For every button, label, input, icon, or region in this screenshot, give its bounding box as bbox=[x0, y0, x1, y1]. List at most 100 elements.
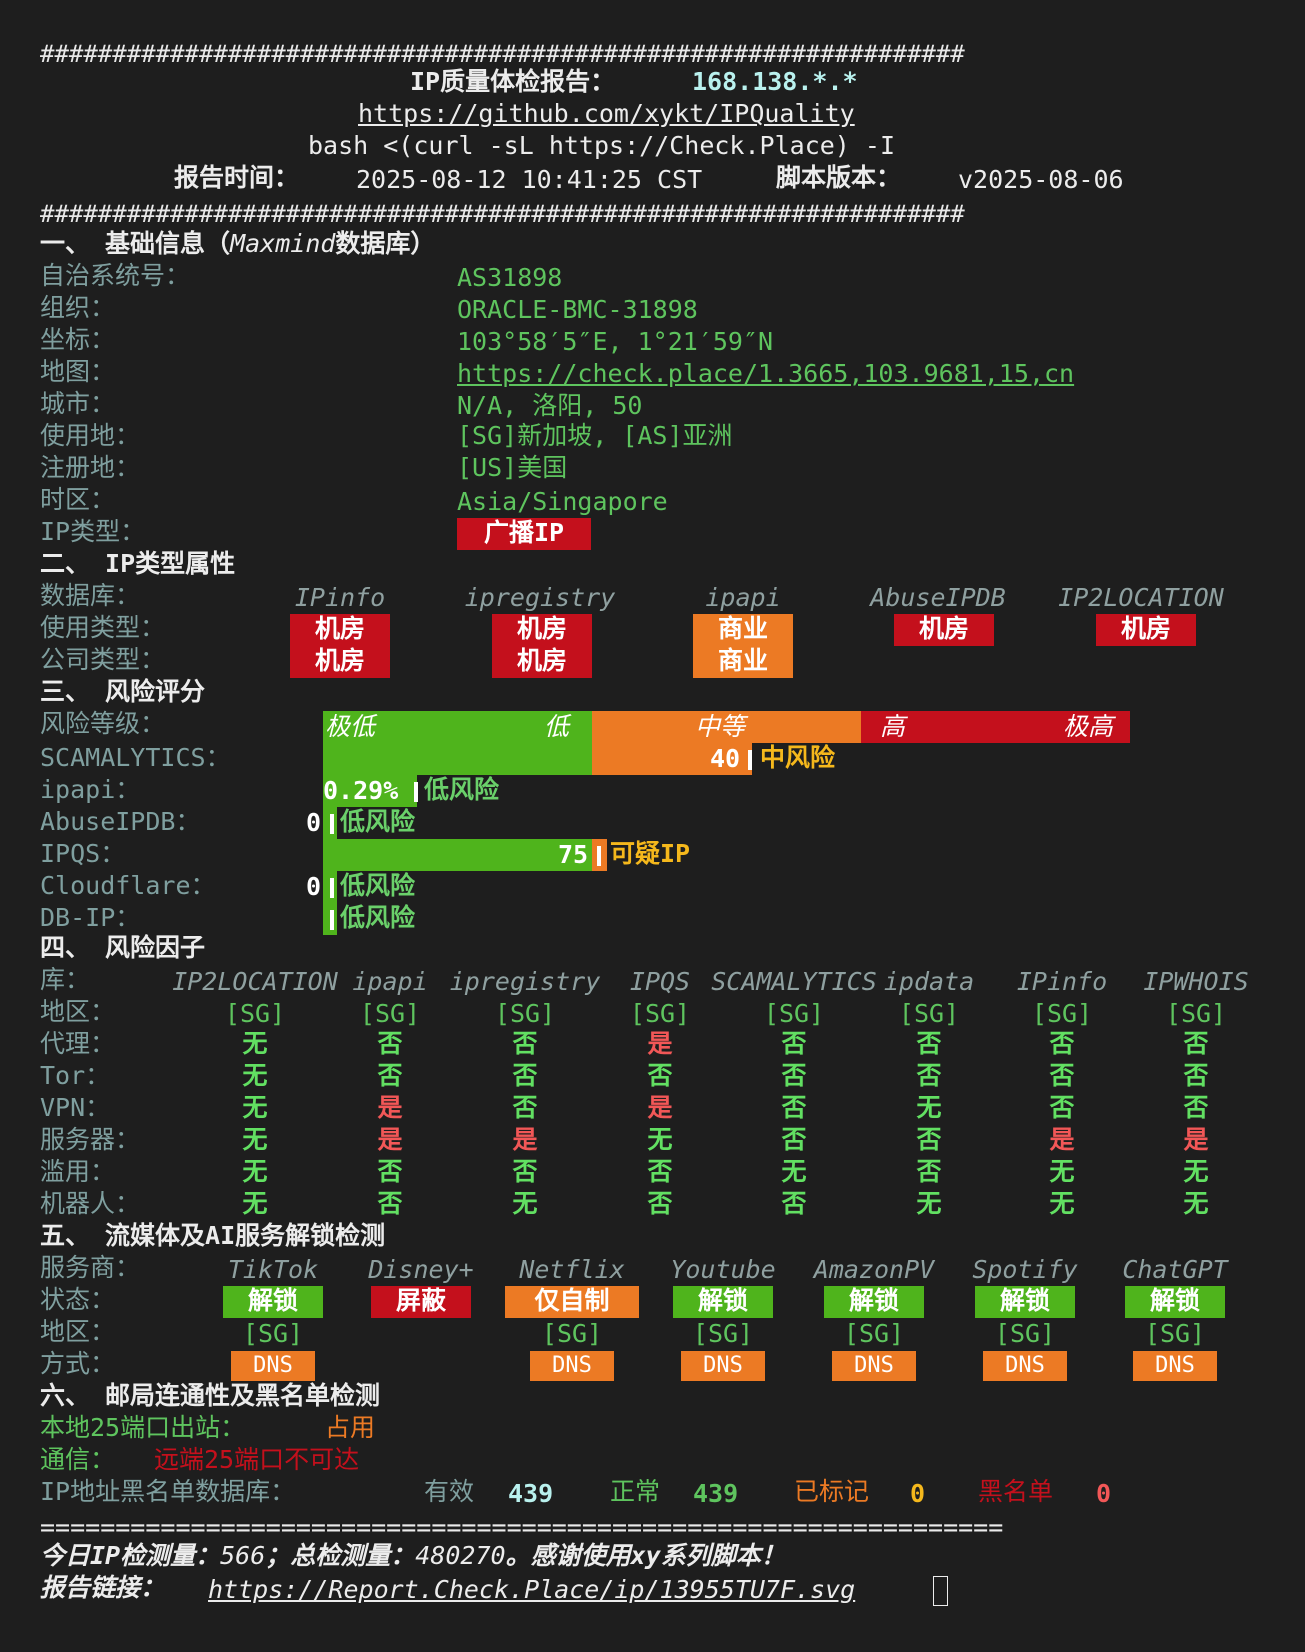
risk-ipqs-text: 可疑IP bbox=[610, 839, 691, 868]
scale-very-low: 极低 bbox=[325, 712, 376, 741]
factor-cell: 无 bbox=[242, 1029, 268, 1058]
factor-row-label: 滥用： bbox=[40, 1157, 116, 1186]
factor-cell: 无 bbox=[1049, 1189, 1075, 1218]
risk-cloudflare-label: Cloudflare： bbox=[40, 871, 216, 900]
factor-region-cell: [SG] bbox=[1165, 999, 1227, 1028]
city-value: N/A, 洛阳, 50 bbox=[457, 391, 643, 420]
footer-link-label: 报告链接： bbox=[40, 1573, 166, 1602]
service-status-badge: 屏蔽 bbox=[371, 1286, 471, 1318]
footer-stats: 今日IP检测量：566；总检测量：480270。感谢使用xy系列脚本！ bbox=[40, 1540, 786, 1572]
service-name: Spotify bbox=[972, 1255, 1078, 1284]
db-ipapi: ipapi bbox=[705, 583, 781, 612]
usage-abuseipdb: 机房 bbox=[894, 614, 994, 646]
ip-type-label: IP类型： bbox=[40, 517, 146, 546]
risk-scamalytics-text: 中风险 bbox=[760, 743, 836, 772]
factor-cell: 是 bbox=[377, 1125, 403, 1154]
factor-cell: 否 bbox=[781, 1125, 807, 1154]
factor-db-header: ipregistry bbox=[449, 967, 601, 996]
risk-abuseipdb-label: AbuseIPDB： bbox=[40, 807, 201, 836]
risk-abuseipdb-tick bbox=[330, 814, 334, 834]
factor-cell: 否 bbox=[1183, 1093, 1209, 1122]
timezone-value: Asia/Singapore bbox=[457, 487, 668, 516]
factor-cell: 否 bbox=[647, 1157, 673, 1186]
factor-cell: 否 bbox=[781, 1061, 807, 1090]
risk-ipqs-score: 75 bbox=[558, 840, 589, 869]
risk-ipapi-bar bbox=[323, 775, 417, 807]
normal-value: 439 bbox=[693, 1479, 739, 1508]
registry-value: [US]美国 bbox=[457, 453, 568, 482]
factor-cell: 否 bbox=[1049, 1029, 1075, 1058]
footer-stats-suffix: 。感谢使用xy系列脚本！ bbox=[505, 1541, 786, 1570]
factor-cell: 否 bbox=[647, 1061, 673, 1090]
city-label: 城市： bbox=[40, 389, 116, 418]
ip-type-badge: 广播IP bbox=[457, 518, 591, 550]
risk-ipqs-bar-green bbox=[323, 839, 592, 871]
service-region: [SG] bbox=[843, 1319, 905, 1348]
normal-label: 正常 bbox=[610, 1477, 661, 1506]
risk-cloudflare-text: 低风险 bbox=[340, 871, 416, 900]
factor-cell: 否 bbox=[781, 1189, 807, 1218]
repo-link[interactable]: https://github.com/xykt/IPQuality bbox=[358, 99, 855, 128]
factor-cell: 否 bbox=[1183, 1029, 1209, 1058]
comm-label: 通信： bbox=[40, 1445, 116, 1474]
factor-row-label: 机器人： bbox=[40, 1189, 141, 1218]
risk-ipapi-score: 0.29% bbox=[323, 776, 399, 805]
risk-ipapi-tick bbox=[414, 782, 418, 802]
factor-cell: 否 bbox=[1183, 1061, 1209, 1090]
usage-location-value: [SG]新加坡, [AS]亚洲 bbox=[457, 421, 733, 450]
terminal-cursor bbox=[933, 1576, 948, 1606]
hash-line-bottom: ########################################… bbox=[40, 200, 965, 228]
org-label: 组织： bbox=[40, 293, 116, 322]
factor-db-header: IPWHOIS bbox=[1143, 967, 1249, 996]
factor-cell: 否 bbox=[512, 1061, 538, 1090]
factor-cell: 无 bbox=[1049, 1157, 1075, 1186]
risk-abuseipdb-score: 0 bbox=[306, 808, 322, 837]
service-name: AmazonPV bbox=[813, 1255, 935, 1284]
factor-cell: 否 bbox=[916, 1029, 942, 1058]
footer-total: 480270 bbox=[415, 1541, 506, 1570]
footer-today: 566 bbox=[220, 1541, 266, 1570]
black-label: 黑名单 bbox=[978, 1477, 1054, 1506]
map-link[interactable]: https://check.place/1.3665,103.9681,15,c… bbox=[457, 359, 1075, 388]
marked-label: 已标记 bbox=[794, 1477, 870, 1506]
service-status-badge: 解锁 bbox=[223, 1286, 323, 1318]
coords-value: 103°58′5″E, 1°21′59″N bbox=[457, 327, 774, 356]
service-region: [SG] bbox=[994, 1319, 1056, 1348]
factor-db-header: SCAMALYTICS bbox=[711, 967, 877, 996]
scale-green bbox=[323, 711, 592, 743]
valid-value: 439 bbox=[508, 1479, 554, 1508]
risk-scamalytics-bar-orange bbox=[592, 743, 752, 775]
factor-db-header: IPQS bbox=[629, 967, 691, 996]
factor-cell: 是 bbox=[1183, 1125, 1209, 1154]
factor-cell: 否 bbox=[781, 1093, 807, 1122]
section1-title: 一、 基础信息（Maxmind数据库） bbox=[40, 228, 435, 260]
local-port-label: 本地25端口出站： bbox=[40, 1413, 246, 1442]
factor-cell: 否 bbox=[781, 1029, 807, 1058]
factor-region-cell: [SG] bbox=[224, 999, 286, 1028]
service-method-badge: DNS bbox=[231, 1351, 315, 1381]
command-text: bash <(curl -sL https://Check.Place) -I bbox=[308, 131, 895, 160]
service-status-badge: 解锁 bbox=[975, 1286, 1075, 1318]
coords-label: 坐标： bbox=[40, 325, 116, 354]
service-name: Disney+ bbox=[368, 1255, 474, 1284]
factor-cell: 无 bbox=[1183, 1189, 1209, 1218]
risk-scamalytics-bar-green bbox=[323, 743, 592, 775]
factor-cell: 否 bbox=[1049, 1061, 1075, 1090]
company-ipinfo: 机房 bbox=[290, 646, 390, 678]
risk-scamalytics-tick bbox=[748, 750, 752, 770]
factor-db-header: ipdata bbox=[883, 967, 975, 996]
factor-region-cell: [SG] bbox=[494, 999, 556, 1028]
usage-ipinfo: 机房 bbox=[290, 614, 390, 646]
report-link[interactable]: https://Report.Check.Place/ip/13955TU7F.… bbox=[208, 1575, 856, 1604]
factor-cell: 是 bbox=[1049, 1125, 1075, 1154]
factor-cell: 否 bbox=[377, 1189, 403, 1218]
db-ip2location: IP2LOCATION bbox=[1058, 583, 1224, 612]
status-label: 状态： bbox=[40, 1285, 116, 1314]
usage-ip2location: 机房 bbox=[1096, 614, 1196, 646]
service-region: [SG] bbox=[692, 1319, 754, 1348]
factor-cell: 是 bbox=[512, 1125, 538, 1154]
service-name: ChatGPT bbox=[1122, 1255, 1228, 1284]
factor-region-cell: [SG] bbox=[898, 999, 960, 1028]
section6-title: 六、 邮局连通性及黑名单检测 bbox=[40, 1381, 381, 1410]
service-region: [SG] bbox=[1144, 1319, 1206, 1348]
